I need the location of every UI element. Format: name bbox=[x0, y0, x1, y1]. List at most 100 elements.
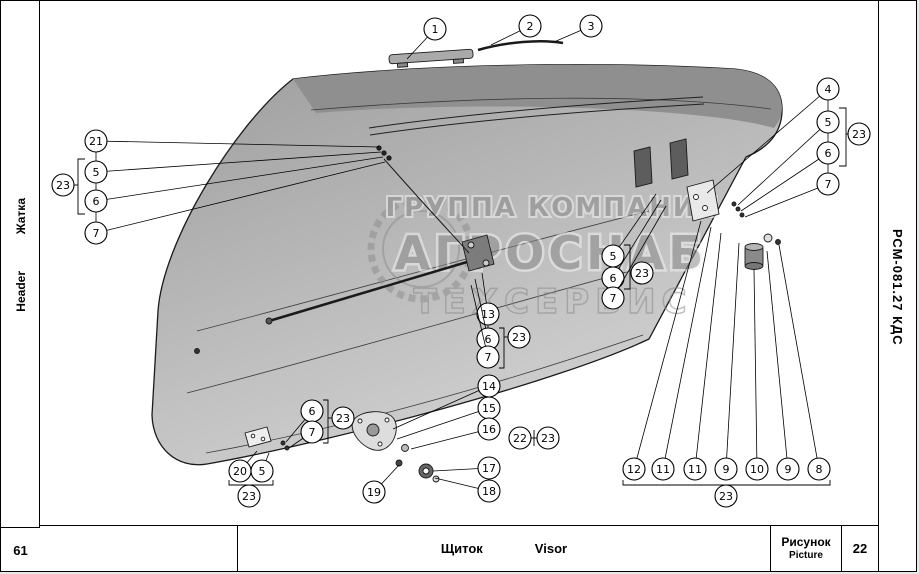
leader-line bbox=[753, 268, 758, 470]
leader-line bbox=[778, 244, 820, 470]
callout-label-23: 23 bbox=[336, 412, 350, 425]
callout-12 bbox=[622, 457, 646, 481]
figure-title-en: Visor bbox=[534, 541, 568, 556]
section-label-en: Header bbox=[13, 270, 28, 312]
right-sidebar: РСМ-081.27 КДС bbox=[878, 1, 916, 571]
leader-line bbox=[766, 250, 789, 470]
callout-2 bbox=[518, 14, 542, 38]
leader-line bbox=[633, 220, 702, 470]
callout-4 bbox=[816, 77, 840, 101]
leader-line bbox=[396, 407, 490, 440]
part-rod bbox=[477, 39, 564, 52]
callout-9 bbox=[714, 457, 738, 481]
figure-title-ru: Щиток bbox=[440, 541, 483, 556]
callout-label-18: 18 bbox=[482, 485, 496, 498]
group-bracket bbox=[499, 327, 505, 369]
leader-line bbox=[725, 242, 740, 470]
callout-8 bbox=[807, 457, 831, 481]
callout-label-2: 2 bbox=[527, 20, 534, 33]
callout-label-19: 19 bbox=[367, 486, 381, 499]
callout-7 bbox=[300, 420, 324, 444]
callout-label-5: 5 bbox=[610, 250, 617, 263]
callout-19 bbox=[362, 480, 386, 504]
callout-11 bbox=[683, 457, 707, 481]
group-bracket bbox=[323, 399, 329, 444]
part-top-strip bbox=[388, 48, 474, 68]
callout-label-14: 14 bbox=[482, 380, 496, 393]
callout-23 bbox=[237, 484, 261, 508]
callout-6 bbox=[84, 189, 108, 213]
leader-line bbox=[744, 183, 829, 218]
leader-line bbox=[694, 232, 722, 470]
page-number: 61 bbox=[1, 527, 40, 571]
callout-7 bbox=[601, 286, 625, 310]
watermark-line3: ТЕХСЕРВИС bbox=[413, 282, 692, 322]
callout-label-7: 7 bbox=[610, 292, 617, 305]
callout-label-12: 12 bbox=[627, 463, 641, 476]
leader-line bbox=[737, 121, 829, 206]
watermark-line1: ГРУППА КОМПАНИЙ bbox=[386, 191, 721, 223]
part-grommet bbox=[418, 463, 440, 483]
callout-label-6: 6 bbox=[610, 272, 617, 285]
callout-23 bbox=[847, 122, 871, 146]
part-bracket-a bbox=[633, 146, 653, 188]
callout-7 bbox=[476, 345, 500, 369]
callout-label-23: 23 bbox=[719, 490, 733, 503]
callout-label-23: 23 bbox=[56, 179, 70, 192]
callout-6 bbox=[816, 141, 840, 165]
leader-line bbox=[612, 193, 657, 257]
group-bracket bbox=[622, 480, 831, 486]
callout-label-23: 23 bbox=[852, 128, 866, 141]
callout-23 bbox=[507, 325, 531, 349]
callout-label-23: 23 bbox=[512, 331, 526, 344]
callout-label-11: 11 bbox=[688, 463, 702, 476]
leader-line bbox=[392, 385, 490, 430]
group-bracket bbox=[77, 158, 85, 215]
callout-label-23: 23 bbox=[635, 267, 649, 280]
leader-line bbox=[95, 156, 384, 202]
callout-label-10: 10 bbox=[750, 463, 764, 476]
part-prop-rod bbox=[268, 260, 468, 323]
part-flange bbox=[351, 411, 397, 451]
figure-number: 22 bbox=[852, 541, 868, 556]
callout-17 bbox=[477, 456, 501, 480]
callout-label-6: 6 bbox=[93, 195, 100, 208]
group-bracket bbox=[624, 244, 631, 290]
figure-title-cell: Щиток Visor bbox=[238, 526, 771, 571]
callout-11 bbox=[651, 457, 675, 481]
callout-label-16: 16 bbox=[482, 423, 496, 436]
callout-5 bbox=[816, 110, 840, 134]
title-block-empty-cell bbox=[40, 526, 238, 571]
callout-23 bbox=[536, 426, 560, 450]
callout-label-6: 6 bbox=[309, 405, 316, 418]
callout-label-4: 4 bbox=[825, 83, 832, 96]
callout-1 bbox=[423, 17, 447, 41]
leader-line bbox=[95, 161, 386, 234]
callout-label-7: 7 bbox=[309, 426, 316, 439]
leader-line bbox=[95, 140, 380, 148]
callout-5 bbox=[84, 160, 108, 184]
part-washer bbox=[763, 233, 773, 243]
callout-label-1: 1 bbox=[432, 23, 439, 36]
callout-label-7: 7 bbox=[825, 178, 832, 191]
doc-code: РСМ-081.27 КДС bbox=[890, 228, 905, 346]
part-bolt bbox=[401, 444, 409, 452]
callout-label-21: 21 bbox=[89, 135, 103, 148]
callout-label-7: 7 bbox=[485, 351, 492, 364]
callout-18 bbox=[477, 479, 501, 503]
part-plate-small bbox=[244, 426, 272, 448]
leader-line bbox=[706, 88, 829, 194]
leader-line bbox=[470, 284, 489, 358]
callout-label-23: 23 bbox=[541, 432, 555, 445]
callout-label-3: 3 bbox=[588, 20, 595, 33]
part-plate bbox=[686, 179, 720, 222]
callout-label-15: 15 bbox=[482, 402, 496, 415]
callout-7 bbox=[816, 172, 840, 196]
section-label-ru: Жатка bbox=[13, 197, 28, 235]
left-sidebar: Жатка Header 61 bbox=[1, 1, 40, 571]
watermark-line2: АГРОСНАБ bbox=[395, 226, 708, 280]
figure-label-cell: Рисунок Picture bbox=[771, 526, 842, 571]
